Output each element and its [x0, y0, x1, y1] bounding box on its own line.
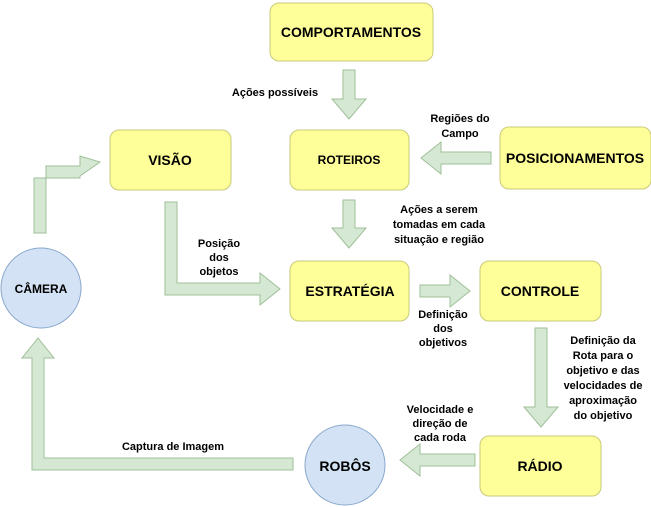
label-definicao-dos-objetivos: Definição dos objetivos: [418, 309, 468, 349]
label-line: Ações a serem: [400, 204, 478, 216]
node-posicionamentos-box: [499, 126, 651, 190]
label-line: Velocidade e: [407, 404, 474, 416]
label-line: Ações possíveis: [232, 87, 318, 99]
label-line: do objetivo: [574, 410, 633, 422]
node-estrategia-label: ESTRATÉGIA: [305, 283, 394, 299]
arrow-controle-to-radio: [522, 327, 560, 428]
node-comportamentos-box: [269, 2, 434, 62]
label-line: aproximação: [569, 395, 637, 407]
node-robos-circle: [304, 424, 386, 506]
label-line: dos: [209, 252, 229, 264]
node-visao-label: VISÃO: [148, 151, 192, 168]
node-estrategia-box: [289, 260, 410, 322]
arrow-comportamentos-to-roteiros: [330, 69, 368, 120]
node-robos-label: ROBÔS: [319, 457, 370, 474]
node-roteiros-box: [289, 129, 410, 191]
label-line: objetivo e das: [566, 365, 639, 377]
node-camera-label: CÂMERA: [15, 281, 68, 296]
label-line: objetos: [199, 266, 238, 278]
arrow-radio-to-robos: [399, 442, 476, 478]
label-line: direção de: [412, 418, 467, 430]
node-visao-box: [109, 129, 232, 191]
label-velocidade-e-direcao: Velocidade e direção de cada roda: [407, 404, 474, 444]
node-comportamentos-label: COMPORTAMENTOS: [281, 24, 421, 40]
label-regioes-do-campo: Regiões do Campo: [430, 113, 490, 140]
node-radio-label: RÁDIO: [517, 458, 562, 474]
label-line: situação e região: [394, 234, 484, 246]
node-posicionamentos-label: POSICIONAMENTOS: [506, 150, 644, 166]
node-roteiros-label: ROTEIROS: [318, 153, 381, 167]
label-line: Definição da: [570, 335, 636, 347]
label-line: tomadas em cada: [393, 219, 486, 231]
label-line: Captura de Imagem: [122, 441, 224, 453]
arrow-camera-to-visao: [33, 155, 102, 234]
label-line: velocidades de: [564, 380, 643, 392]
label-line: Definição: [418, 309, 468, 321]
label-acoes-possiveis: Ações possíveis: [232, 87, 318, 99]
label-line: cada roda: [414, 432, 467, 444]
label-line: objetivos: [419, 337, 467, 349]
label-line: Rota para o: [573, 350, 634, 362]
label-posicao-dos-objetos: Posição dos objetos: [198, 238, 240, 278]
label-line: Campo: [441, 128, 479, 140]
label-line: Posição: [198, 238, 240, 250]
arrow-robos-to-camera: [20, 337, 294, 471]
node-controle-box: [479, 260, 602, 322]
arrow-posicionamentos-to-roteiros: [420, 140, 492, 176]
arrow-estrategia-to-controle: [419, 273, 471, 309]
label-line: dos: [433, 323, 453, 335]
label-line: Regiões do: [430, 113, 490, 125]
label-acoes-a-serem-tomadas: Ações a serem tomadas em cada situação e r…: [393, 204, 486, 246]
arrow-roteiros-to-estrategia: [330, 199, 368, 249]
label-definicao-da-rota: Definição da Rota para o objetivo e das vel…: [564, 335, 643, 422]
node-controle-label: CONTROLE: [501, 283, 580, 299]
node-radio-box: [479, 435, 602, 497]
node-camera-circle: [0, 247, 82, 329]
label-captura-de-imagem: Captura de Imagem: [122, 441, 224, 453]
arrow-visao-to-estrategia: [164, 201, 281, 307]
